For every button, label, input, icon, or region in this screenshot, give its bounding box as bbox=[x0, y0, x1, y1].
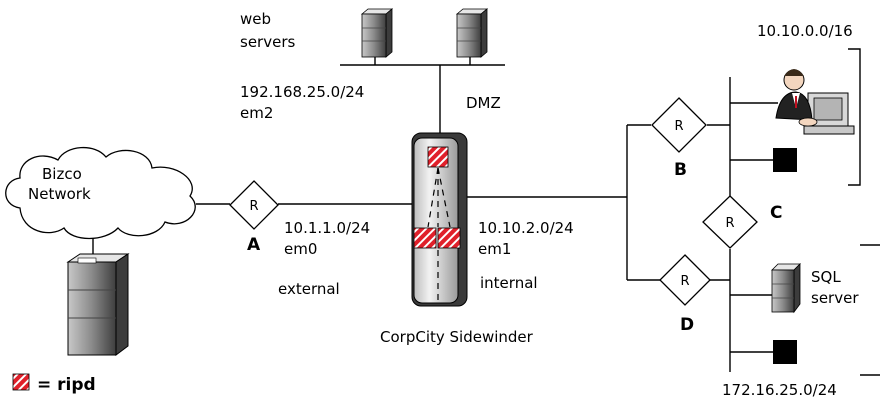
ripd-icon bbox=[12, 373, 30, 391]
bizco-network-cloud: Bizco Network bbox=[5, 146, 196, 240]
web-server-icon bbox=[455, 8, 489, 58]
router-a: R A bbox=[229, 180, 279, 255]
firewall-icon bbox=[411, 132, 468, 307]
legend: = ripd bbox=[12, 373, 96, 395]
router-d-symbol: R bbox=[680, 274, 689, 289]
legend-ripd-label: = ripd bbox=[37, 375, 96, 395]
router-b-symbol: R bbox=[674, 119, 683, 134]
sql-server-label-line2: server bbox=[811, 289, 859, 307]
firewall-label: CorpCity Sidewinder bbox=[380, 328, 534, 346]
web-server-icon bbox=[360, 8, 394, 58]
connections bbox=[92, 48, 880, 376]
ripd-icon bbox=[427, 146, 449, 168]
ripd-icon bbox=[437, 227, 461, 249]
host-icon bbox=[773, 148, 797, 172]
external-interface-label: em0 bbox=[284, 240, 317, 258]
router-c-letter: C bbox=[770, 203, 782, 223]
bizco-server-icon bbox=[66, 253, 130, 356]
router-d: R D bbox=[659, 254, 711, 335]
internal-interface-label: em1 bbox=[478, 240, 511, 258]
router-b-letter: B bbox=[674, 160, 687, 180]
web-servers-label-line2: servers bbox=[240, 33, 295, 51]
host-icon bbox=[773, 340, 797, 364]
dmz-subnet-label: 192.168.25.0/24 bbox=[240, 83, 364, 101]
bottom-subnet-label: 172.16.25.0/24 bbox=[722, 381, 837, 399]
external-label: external bbox=[278, 280, 340, 298]
bizco-label-line1: Bizco bbox=[42, 165, 82, 183]
sql-server-label-line1: SQL bbox=[811, 268, 841, 286]
internal-label: internal bbox=[480, 274, 538, 292]
external-subnet-label: 10.1.1.0/24 bbox=[284, 219, 370, 237]
router-b: R B bbox=[651, 97, 707, 180]
dmz-interface-label: em2 bbox=[240, 104, 273, 122]
router-a-symbol: R bbox=[249, 199, 258, 214]
router-d-letter: D bbox=[680, 315, 694, 335]
router-c: R C bbox=[702, 195, 782, 249]
ripd-icon bbox=[413, 227, 437, 249]
router-c-symbol: R bbox=[725, 216, 734, 231]
router-a-letter: A bbox=[247, 235, 261, 255]
workstation-user-icon bbox=[775, 69, 855, 135]
top-right-subnet-label: 10.10.0.0/16 bbox=[757, 22, 853, 40]
web-servers-label-line1: web bbox=[240, 10, 271, 28]
internal-subnet-label: 10.10.2.0/24 bbox=[478, 219, 574, 237]
sql-server-icon bbox=[771, 263, 801, 314]
dmz-label: DMZ bbox=[466, 94, 501, 112]
bizco-label-line2: Network bbox=[28, 185, 91, 203]
